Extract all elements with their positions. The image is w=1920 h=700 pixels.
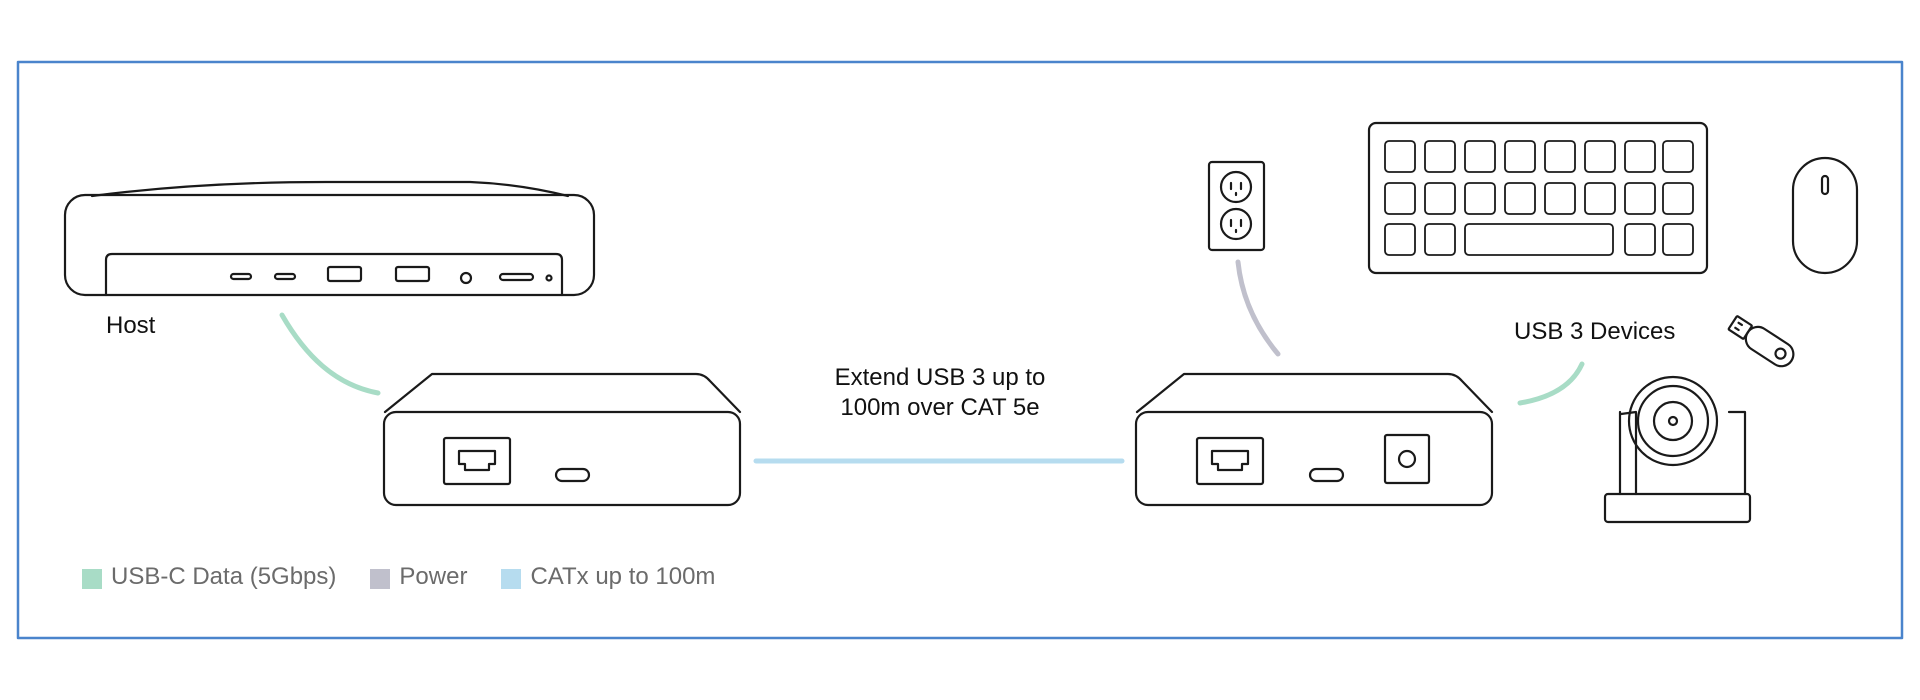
webcam-icon — [1603, 375, 1752, 524]
wall-outlet-icon — [1207, 160, 1266, 252]
legend-item-usb-c-data: USB-C Data (5Gbps) — [82, 563, 336, 591]
legend: USB-C Data (5Gbps) Power CATx up to 100m — [82, 563, 749, 591]
legend-label-power: Power — [399, 563, 468, 590]
legend-item-catx: CATx up to 100m — [501, 563, 715, 591]
legend-swatch-catx — [501, 569, 522, 589]
extend-caption-line-1: Extend USB 3 up to — [834, 364, 1046, 391]
usb-c-data-cable-devices — [1517, 361, 1585, 406]
legend-label-catx: CATx up to 100m — [530, 563, 716, 590]
usb-devices-label: USB 3 Devices — [1514, 318, 1676, 345]
transmitter-icon — [382, 372, 742, 507]
extend-caption-line-2: 100m over CAT 5e — [840, 394, 1040, 421]
extend-caption: Extend USB 3 up to 100m over CAT 5e — [820, 363, 1060, 423]
usb-flash-drive-icon — [1727, 315, 1795, 368]
keyboard-icon — [1367, 121, 1709, 275]
legend-label-usb-c-data: USB-C Data (5Gbps) — [111, 563, 337, 590]
legend-swatch-usb-c-data — [82, 569, 102, 589]
mouse-icon — [1791, 156, 1859, 275]
legend-swatch-power — [370, 569, 391, 589]
diagram-frame — [16, 60, 1904, 640]
usb-c-data-cable-host — [279, 312, 381, 396]
host-label: Host — [106, 312, 156, 339]
receiver-icon — [1134, 372, 1494, 507]
legend-item-power: Power — [370, 563, 467, 591]
power-cable — [1235, 259, 1281, 357]
host-computer-icon — [63, 180, 596, 297]
